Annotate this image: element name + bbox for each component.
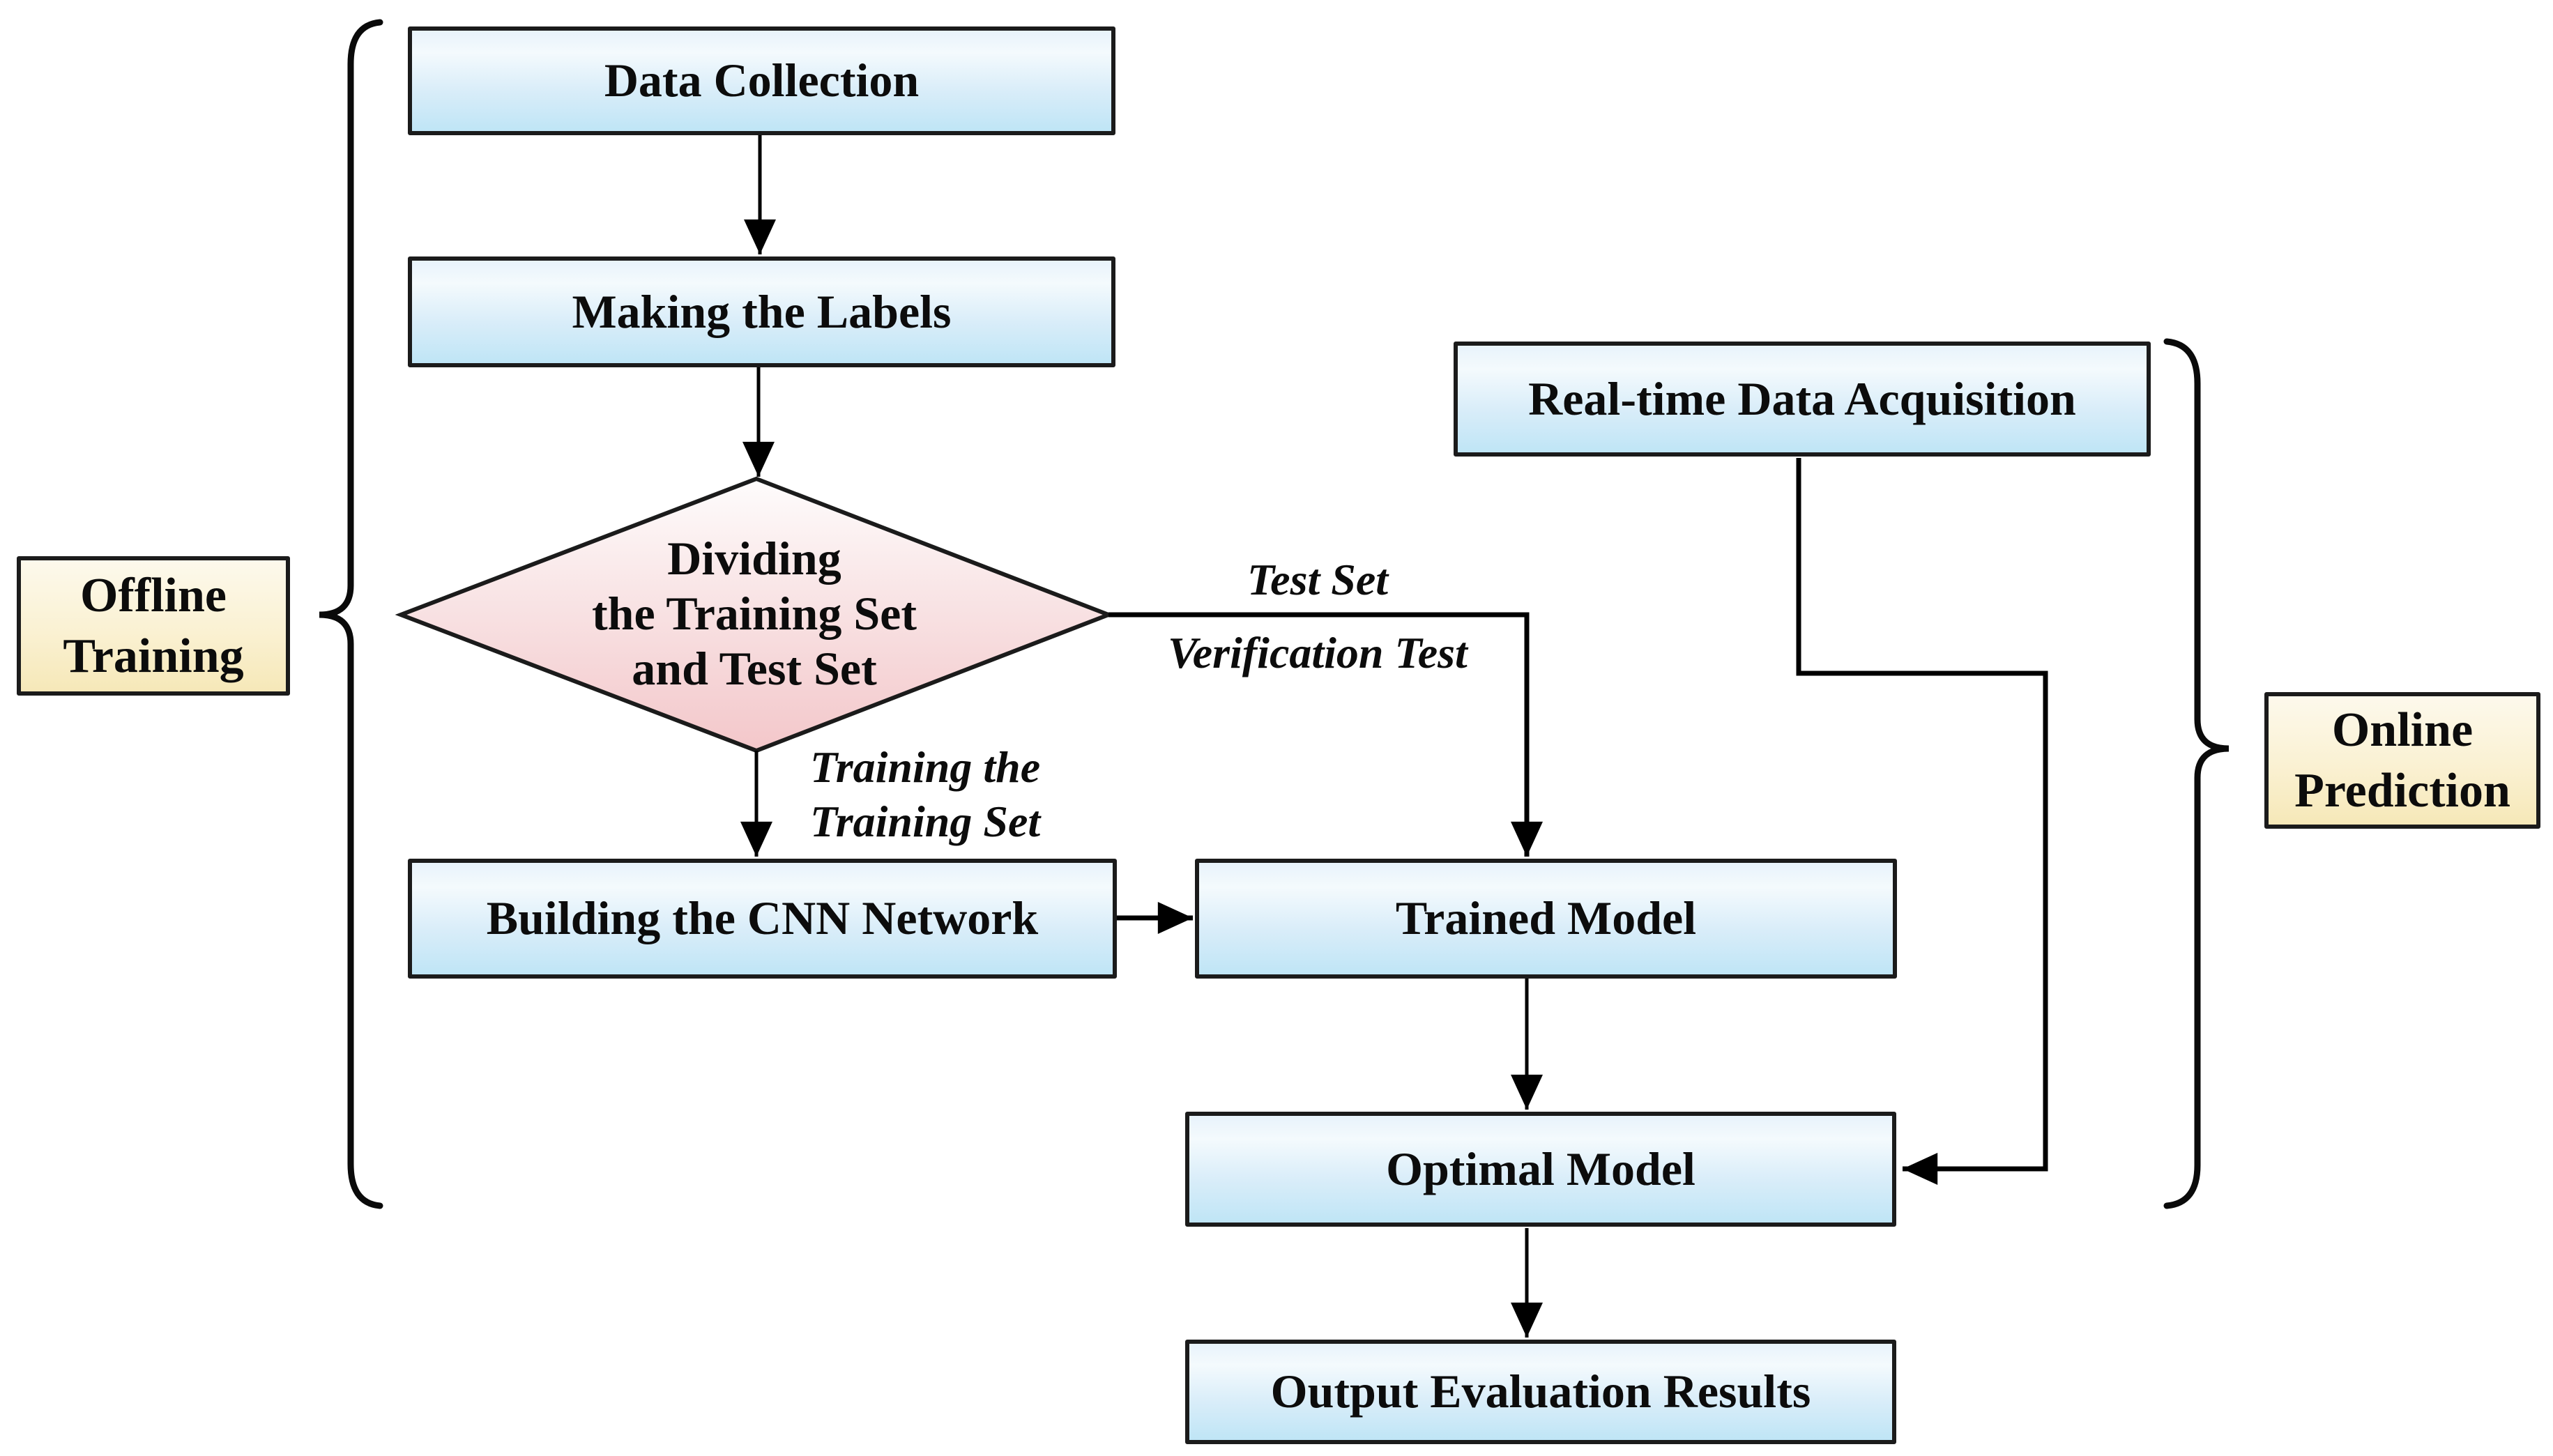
node-making-labels-label: Making the Labels	[572, 284, 952, 338]
edge-label-training-set: Training the Training Set	[810, 740, 1256, 849]
node-dividing-label: Dividing the Training Set and Test Set	[475, 531, 1033, 696]
edge-label-test-set: Test Set	[1108, 553, 1527, 607]
node-data-collection: Data Collection	[408, 26, 1115, 135]
offline-training-brace	[319, 19, 383, 1209]
node-output-results-label: Output Evaluation Results	[1270, 1365, 1811, 1418]
node-realtime-acquisition: Real-time Data Acquisition	[1454, 342, 2151, 457]
group-label-offline-training-text: Offline Training	[63, 568, 244, 684]
node-output-results: Output Evaluation Results	[1185, 1340, 1896, 1444]
node-making-labels: Making the Labels	[408, 256, 1115, 367]
node-trained-model: Trained Model	[1195, 859, 1897, 979]
edge-label-test-set-line-1: Test Set	[1247, 555, 1389, 604]
node-dividing-line-2: the Training Set	[592, 586, 917, 640]
node-dividing-line-1: Dividing	[667, 532, 841, 585]
node-trained-model-label: Trained Model	[1395, 891, 1697, 945]
node-data-collection-label: Data Collection	[604, 54, 920, 107]
edge-label-training-set-line-2: Training Set	[810, 797, 1041, 847]
node-optimal-model: Optimal Model	[1185, 1112, 1896, 1227]
group-label-online-prediction-text: Online Prediction	[2294, 703, 2510, 818]
online-prediction-brace	[2163, 338, 2230, 1209]
node-optimal-model-label: Optimal Model	[1386, 1142, 1695, 1195]
edge-label-verification-test: Verification Test	[1088, 626, 1548, 680]
edge-dividing-to-trained-model	[1108, 612, 1543, 857]
group-label-online-prediction: Online Prediction	[2264, 692, 2540, 829]
node-building-cnn-label: Building the CNN Network	[486, 891, 1039, 945]
edge-realtime-to-optimal-model	[1796, 458, 2048, 1185]
node-realtime-acquisition-label: Real-time Data Acquisition	[1528, 371, 2076, 425]
group-label-offline-training: Offline Training	[17, 556, 290, 696]
edge-label-verification-test-line: Verification Test	[1168, 628, 1468, 677]
node-building-cnn: Building the CNN Network	[408, 859, 1117, 979]
node-dividing-line-3: and Test Set	[632, 641, 877, 695]
edge-label-training-set-line-1: Training the	[810, 742, 1041, 792]
